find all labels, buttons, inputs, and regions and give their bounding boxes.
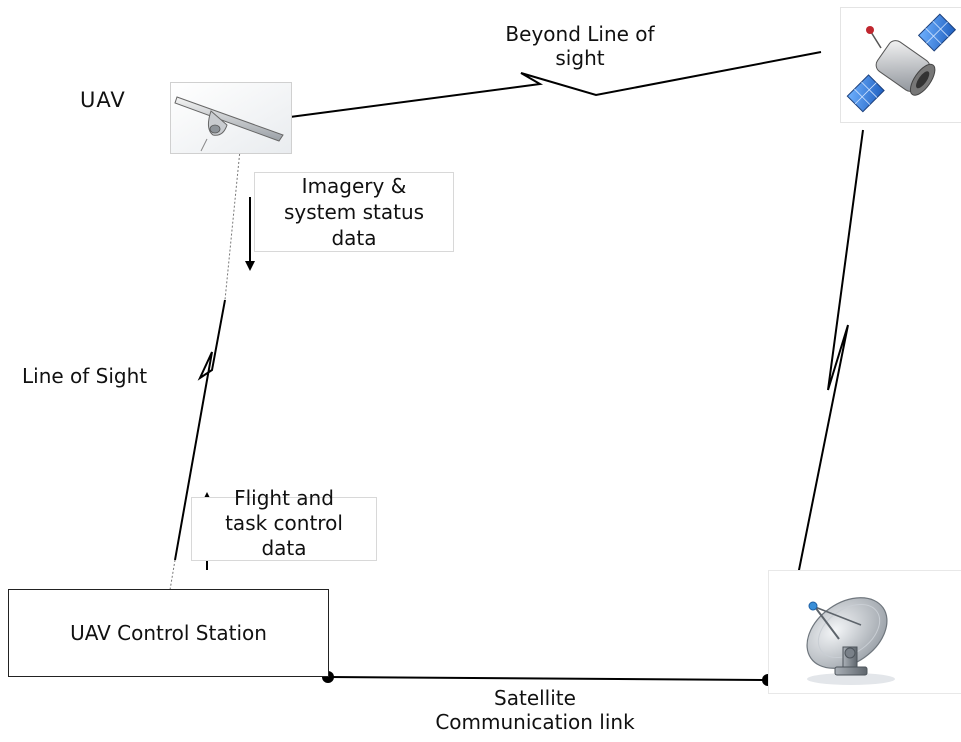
satellite-communication-link	[327, 676, 769, 681]
flight-line-1: Flight and	[234, 486, 334, 510]
control-station-label: UAV Control Station	[70, 621, 267, 645]
imagery-line-2: system status	[283, 200, 425, 224]
satellite-to-dish-link	[792, 129, 864, 601]
flight-line-3: data	[261, 536, 307, 560]
line-of-sight-link	[174, 299, 226, 561]
los-link-dotted-top	[224, 149, 241, 301]
satcom-line-2: Communication link	[435, 710, 635, 734]
line-of-sight-label: Line of Sight	[22, 364, 148, 388]
beyond-line-of-sight-label: Beyond Line of sight	[470, 22, 690, 70]
beyond-line-of-sight-link	[289, 51, 822, 118]
uav-control-station-box: UAV Control Station	[8, 589, 329, 677]
los-link-dotted-bottom	[169, 559, 176, 591]
imagery-status-box: Imagery & system status data	[254, 172, 454, 252]
imagery-line-3: data	[331, 226, 377, 250]
satellite-communication-label: Satellite Communication link	[380, 686, 690, 734]
beyond-los-line-2: sight	[555, 46, 605, 70]
beyond-los-line-1: Beyond Line of	[505, 22, 655, 46]
flight-line-2: task control	[225, 511, 343, 535]
satcom-line-1: Satellite	[494, 686, 576, 710]
imagery-line-1: Imagery &	[301, 174, 407, 198]
flight-control-box: Flight and task control data	[191, 486, 377, 561]
uav-aircraft-icon	[170, 82, 292, 154]
uav-label: UAV	[80, 88, 126, 112]
satellite-icon	[840, 7, 961, 123]
satellite-dish-icon	[768, 570, 961, 694]
